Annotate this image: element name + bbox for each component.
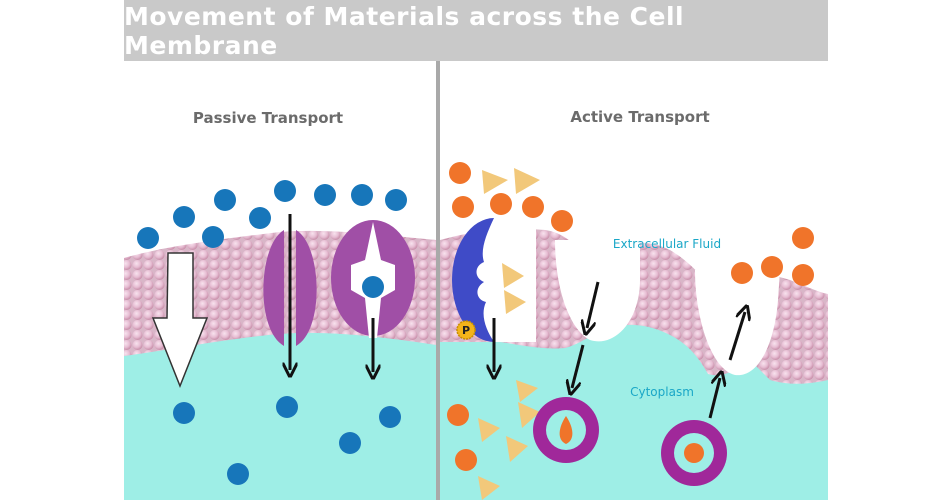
passive-heading: Passive Transport: [193, 109, 343, 127]
phosphate-label: P: [462, 324, 470, 337]
blue-molecule: [362, 276, 384, 298]
orange-molecule: [447, 404, 469, 426]
cytoplasm-label: Cytoplasm: [630, 385, 694, 399]
orange-molecule: [551, 210, 573, 232]
orange-molecule: [761, 256, 783, 278]
yellow-molecule: [504, 290, 526, 314]
diffusion-arrow-icon: [151, 252, 209, 389]
extracellular-label: Extracellular Fluid: [613, 237, 721, 251]
yellow-molecule: [518, 402, 540, 428]
blue-molecule: [202, 226, 224, 248]
orange-molecule: [731, 262, 753, 284]
phosphate-marker: [456, 320, 476, 340]
channel-protein: [263, 230, 317, 346]
yellow-molecule: [502, 263, 524, 288]
active-molecules-bottom: [447, 380, 540, 500]
orange-molecule: [792, 264, 814, 286]
yellow-molecule: [482, 170, 508, 194]
blue-molecule: [339, 432, 361, 454]
active-heading: Active Transport: [570, 108, 709, 126]
yellow-molecule: [514, 168, 540, 194]
endocytosis-vesicle: [533, 397, 599, 463]
blue-molecule: [274, 180, 296, 202]
orange-molecule: [792, 227, 814, 249]
panel-divider: [436, 61, 440, 500]
blue-molecule: [276, 396, 298, 418]
blue-molecule: [173, 206, 195, 228]
yellow-molecule: [478, 418, 500, 442]
blue-molecule: [214, 189, 236, 211]
yellow-molecule: [478, 476, 500, 500]
blue-molecule: [314, 184, 336, 206]
exocytosis-arrow-bottom: [708, 378, 720, 419]
endocytosis-arrow-bottom: [572, 344, 585, 388]
exocytosis-arrow-top: [728, 312, 745, 361]
passive-molecules: [137, 180, 407, 485]
blue-molecule: [137, 227, 159, 249]
blue-molecule: [385, 189, 407, 211]
orange-molecule: [452, 196, 474, 218]
orange-molecule: [449, 162, 471, 184]
released-molecules: [731, 227, 814, 286]
orange-molecule: [490, 193, 512, 215]
yellow-molecule: [516, 380, 538, 402]
diagram-title: Movement of Materials across the Cell Me…: [124, 1, 685, 60]
blue-molecule: [227, 463, 249, 485]
endocytosis-arrow-top: [587, 281, 600, 328]
endocytosis-pocket: [555, 240, 640, 342]
blue-molecule: [379, 406, 401, 428]
blue-molecule: [249, 207, 271, 229]
orange-molecule: [522, 196, 544, 218]
blue-molecule: [173, 402, 195, 424]
exocytosis-vesicle: [661, 420, 727, 486]
yellow-molecule: [506, 436, 528, 462]
active-molecules-top: [449, 162, 573, 314]
blue-molecule: [351, 184, 373, 206]
title-bar: Movement of Materials across the Cell Me…: [124, 0, 828, 61]
orange-molecule: [455, 449, 477, 471]
